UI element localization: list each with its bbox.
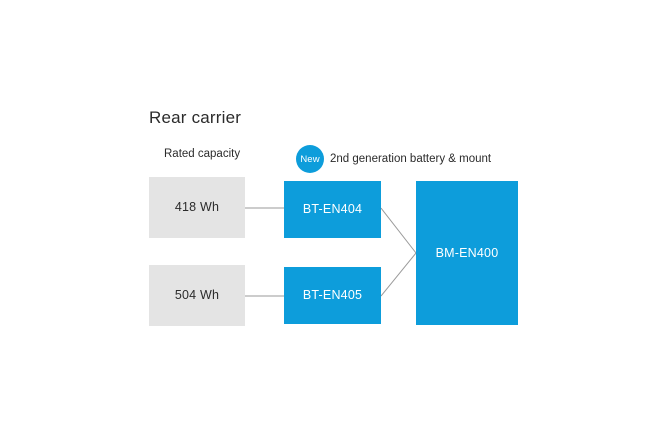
node-label: BM-EN400 [435,245,499,260]
node-label: BT-EN404 [302,202,363,216]
node-mount-bm-en400[interactable]: BM-EN400 [416,181,518,325]
node-battery-bt-en405[interactable]: BT-EN405 [284,267,381,324]
legend-label: 2nd generation battery & mount [330,153,492,165]
new-badge-icon: New [296,145,324,173]
column-header-rated-capacity: Rated capacity [164,148,241,160]
legend-new-generation: New 2nd generation battery & mount [296,145,491,173]
node-label: 504 Wh [174,288,220,302]
node-battery-bt-en404[interactable]: BT-EN404 [284,181,381,238]
node-rated-capacity-418wh[interactable]: 418 Wh [149,177,245,238]
node-label: BT-EN405 [302,288,363,302]
node-label: 418 Wh [174,200,220,214]
node-rated-capacity-504wh[interactable]: 504 Wh [149,265,245,326]
page-title: Rear carrier [149,108,242,127]
